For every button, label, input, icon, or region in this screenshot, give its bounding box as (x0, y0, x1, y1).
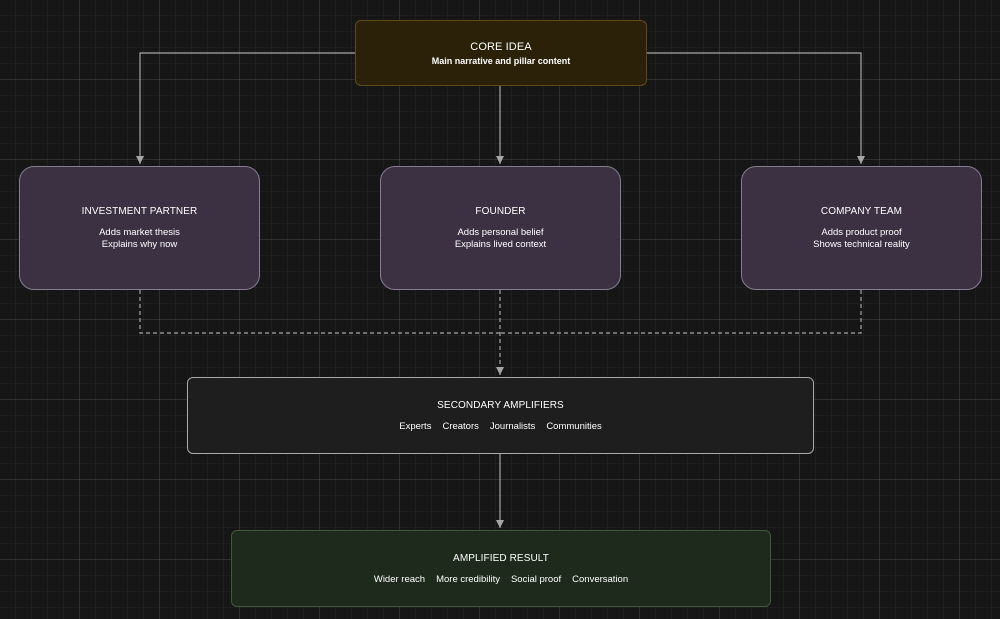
founder-title: FOUNDER (475, 206, 526, 217)
investment-partner-title: INVESTMENT PARTNER (81, 206, 198, 217)
connector-investment-partner-dashed (139, 290, 500, 334)
result-item-conversation: Conversation (572, 573, 629, 585)
amplifier-item-journalists: Journalists (489, 420, 536, 432)
founder-line-2: Explains lived context (454, 239, 547, 250)
amplified-result-node: AMPLIFIED RESULT Wider reach More credib… (231, 530, 771, 607)
company-team-title: COMPANY TEAM (820, 206, 903, 217)
core-idea-title: CORE IDEA (470, 40, 532, 53)
secondary-amplifiers-title: SECONDARY AMPLIFIERS (437, 399, 564, 411)
core-idea-node: CORE IDEA Main narrative and pillar cont… (355, 20, 647, 86)
result-item-social-proof: Social proof (510, 573, 562, 585)
core-idea-subtitle: Main narrative and pillar content (431, 55, 571, 66)
result-item-wider-reach: Wider reach (373, 573, 426, 585)
secondary-amplifiers-node: SECONDARY AMPLIFIERS Experts Creators Jo… (187, 377, 814, 454)
connector-company-team-dashed (500, 290, 862, 334)
result-list: Wider reach More credibility Social proo… (374, 574, 628, 586)
amplifier-item-communities: Communities (546, 420, 602, 432)
founder-node: FOUNDER Adds personal belief Explains li… (380, 166, 621, 290)
company-team-line-2: Shows technical reality (813, 239, 910, 250)
amplifier-list: Experts Creators Journalists Communities (399, 421, 602, 433)
amplifier-item-creators: Creators (442, 420, 479, 432)
investment-partner-node: INVESTMENT PARTNER Adds market thesis Ex… (19, 166, 260, 290)
connector-core-to-company-team (647, 52, 865, 164)
company-team-line-1: Adds product proof (821, 227, 902, 238)
result-item-more-credibility: More credibility (436, 573, 500, 585)
investment-partner-line-1: Adds market thesis (99, 227, 180, 238)
company-team-node: COMPANY TEAM Adds product proof Shows te… (741, 166, 982, 290)
investment-partner-line-2: Explains why now (101, 239, 178, 250)
amplifier-item-experts: Experts (399, 420, 432, 432)
connector-core-to-investment-partner (136, 52, 355, 164)
founder-line-1: Adds personal belief (457, 227, 544, 238)
amplified-result-title: AMPLIFIED RESULT (453, 552, 549, 564)
